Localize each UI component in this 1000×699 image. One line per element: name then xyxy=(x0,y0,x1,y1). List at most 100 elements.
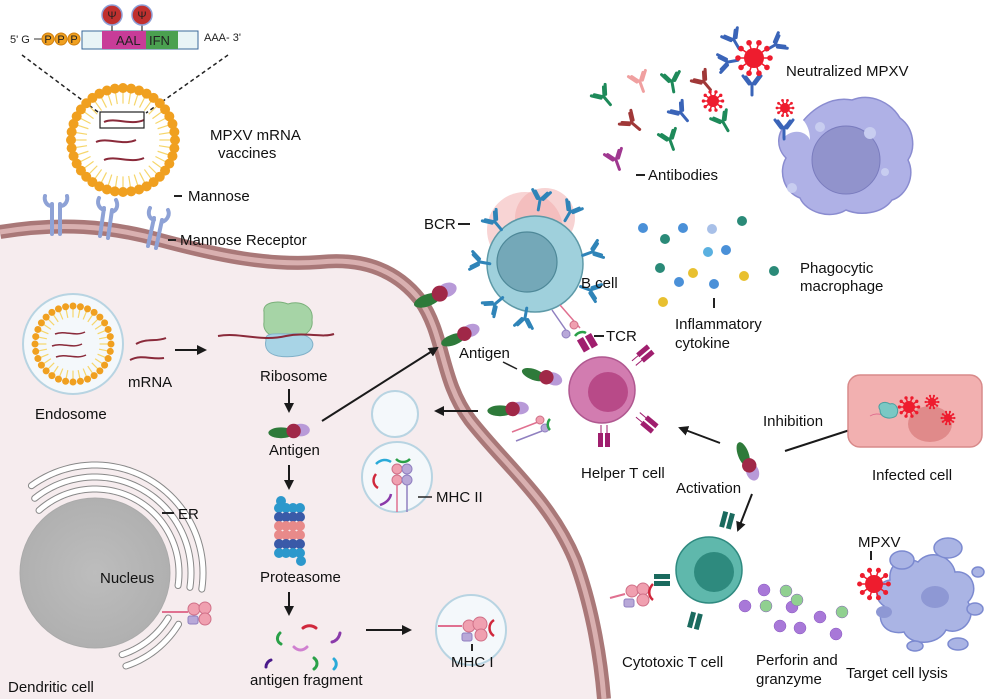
lipid-head xyxy=(101,361,109,369)
mrna-strands xyxy=(129,337,167,361)
cytokine-dot xyxy=(737,216,747,226)
lipid-head xyxy=(34,355,42,363)
lipid-head xyxy=(71,158,82,169)
mrna-strand xyxy=(51,343,83,347)
lipid-head xyxy=(101,184,112,195)
three-prime-label: AAA- 3' xyxy=(204,32,241,44)
antigen-fragment-label: antigen fragment xyxy=(250,672,363,689)
lysed-target-cell xyxy=(876,537,985,652)
vaccine-label-line1: MPXV mRNA xyxy=(210,127,301,144)
lipid-head xyxy=(69,302,77,310)
dendritic-cell-label: Dendritic cell xyxy=(8,679,94,696)
lipid-head xyxy=(96,313,104,321)
lipid-head xyxy=(90,372,98,380)
ribosome-label: Ribosome xyxy=(260,368,328,385)
phagocytic-macrophage xyxy=(778,96,914,216)
lipid-head xyxy=(62,303,70,311)
antibody-icon xyxy=(656,126,677,151)
antigen-fragments xyxy=(264,624,342,671)
antibody-icon xyxy=(689,67,712,92)
cytokine-dot xyxy=(769,266,779,276)
cap-p1: P xyxy=(44,34,51,46)
ribosome-icon xyxy=(217,301,335,358)
lipid-head xyxy=(106,347,114,355)
aal-label: AAL xyxy=(116,33,141,48)
target-cell-lysis-label: Target cell lysis xyxy=(846,665,948,682)
t-dc-synapse xyxy=(511,415,551,442)
lipid-head xyxy=(126,186,137,197)
lipid-head xyxy=(104,325,112,333)
lipid-head xyxy=(126,83,137,94)
tcr-icon xyxy=(687,611,703,631)
lipid-head xyxy=(54,375,62,383)
lipid-head xyxy=(66,135,76,145)
mpxv-label: MPXV xyxy=(858,534,901,551)
virus-particles xyxy=(701,39,956,601)
cytokine-dot xyxy=(638,223,648,233)
tcr-icon xyxy=(654,574,670,586)
endosome xyxy=(22,293,124,395)
cytokine-label-line1: Inflammatory xyxy=(675,316,762,333)
virus-icon xyxy=(857,567,891,601)
perforin-label-line2: granzyme xyxy=(756,671,822,688)
lipid-head xyxy=(94,88,105,99)
b-cell xyxy=(468,188,606,330)
triphosphate-cap: P P P xyxy=(41,32,81,46)
antibody-icon xyxy=(709,108,730,133)
lipid-head xyxy=(109,186,120,197)
tcr-icon xyxy=(598,425,610,447)
granule xyxy=(829,627,843,641)
lipid-head xyxy=(104,355,112,363)
mhc1-on-er xyxy=(162,601,212,626)
mrna-strand xyxy=(103,119,145,124)
mhc1-vesicle xyxy=(435,594,507,666)
cytokine-dot xyxy=(655,263,665,273)
proteasome-icon xyxy=(274,496,306,566)
antibody-icon xyxy=(626,68,647,93)
perforin-label-line1: Perforin and xyxy=(756,652,838,669)
antigen-icon xyxy=(441,323,480,347)
lipid-head xyxy=(167,151,178,162)
mannose-label: Mannose xyxy=(188,188,250,205)
bcr-icon xyxy=(480,207,503,232)
neutralized-mpxv-label: Neutralized MPXV xyxy=(786,63,909,80)
lipid-head xyxy=(84,305,92,313)
ifn-label: IFN xyxy=(149,33,170,48)
tcr-icon xyxy=(719,510,735,530)
lipid-head xyxy=(109,83,120,94)
lipid-head xyxy=(118,187,128,197)
lipid-head xyxy=(118,83,128,93)
virus-icon xyxy=(701,90,725,112)
cytokine-dot xyxy=(658,297,668,307)
lipid-head xyxy=(107,340,115,348)
lipid-head xyxy=(76,377,84,385)
endoplasmic-reticulum xyxy=(27,461,207,670)
mrna-strand xyxy=(54,331,86,335)
arrow-antigen-to-surface xyxy=(321,346,439,422)
granule xyxy=(738,599,752,613)
lipid-head xyxy=(101,319,109,327)
cytokine-dot xyxy=(688,268,698,278)
lipid-head xyxy=(31,340,39,348)
antigen-icon xyxy=(268,423,310,439)
activation-label: Activation xyxy=(676,480,741,497)
mannose-receptor-label: Mannose Receptor xyxy=(180,232,307,249)
lipid-head xyxy=(164,111,175,122)
lipid-head xyxy=(76,303,84,311)
cap-p2: P xyxy=(57,34,64,46)
cytokine-dot xyxy=(707,224,717,234)
lipid-head xyxy=(101,85,112,96)
mannose-receptors xyxy=(42,194,171,250)
proteasome-label: Proteasome xyxy=(260,569,341,586)
virus-icon xyxy=(940,410,956,426)
mhc2-label: MHC II xyxy=(436,489,483,506)
bcr-label: BCR xyxy=(424,216,456,233)
mhc2-vesicle xyxy=(361,441,433,513)
antigen-icon xyxy=(736,442,760,481)
lipid-head xyxy=(32,333,40,341)
er-label: ER xyxy=(178,506,199,523)
lipid-head xyxy=(169,126,180,137)
lipid-head xyxy=(42,367,50,375)
lipid-head xyxy=(32,347,40,355)
antibody-icon xyxy=(720,26,741,51)
